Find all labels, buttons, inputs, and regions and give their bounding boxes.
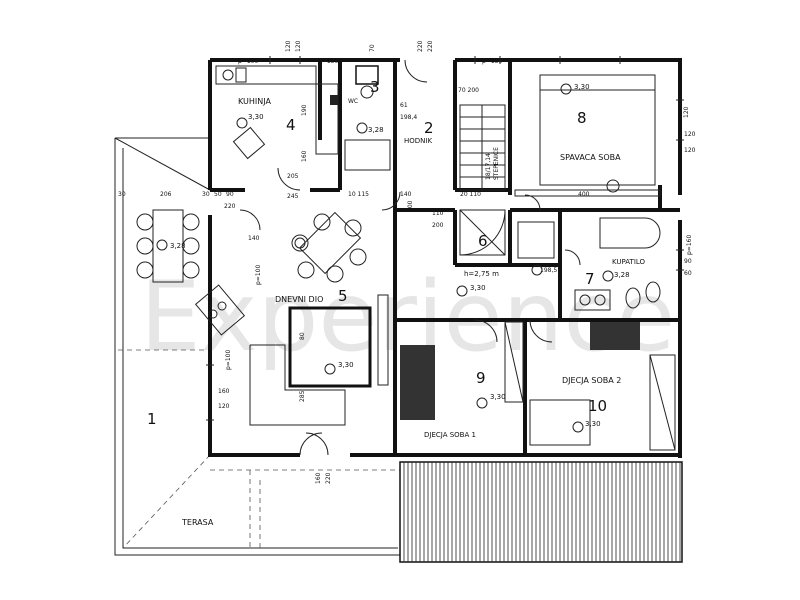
dim-245: 245 (287, 193, 299, 200)
wc-number: 3 (370, 78, 380, 96)
dim-70: 70 (369, 44, 376, 52)
spavaca-number: 8 (577, 109, 587, 127)
dim-120a: 120 (285, 40, 292, 52)
terrace-outline (114, 137, 400, 556)
kitchen-fixtures (215, 65, 391, 171)
dim-110: 110 (432, 210, 444, 217)
outer-walls (208, 58, 682, 458)
djecja1-label: DJECJA SOBA 1 (424, 431, 476, 439)
stair-landing-number: 6 (478, 232, 488, 250)
dim-61: 61 (400, 102, 408, 109)
djecja1-number: 9 (476, 369, 486, 387)
dim-120-r3: 120 (684, 147, 696, 154)
dnevni-label: DNEVNI DIO (275, 295, 323, 304)
window-marks (206, 56, 684, 421)
dim-220b: 220 (427, 40, 434, 52)
dim-70-200: 70 200 (458, 87, 479, 94)
stepenice-steps: 18/17,14 (485, 153, 492, 180)
dim-p130-top2: p=130 (482, 58, 502, 65)
hodnik-number: 2 (424, 119, 434, 137)
dim-50: 50 (214, 191, 222, 198)
dining-table (136, 209, 200, 283)
dim-190: 190 (301, 104, 308, 116)
kuhinja-number: 4 (286, 116, 296, 134)
dim-120-r2: 120 (684, 131, 696, 138)
dim-10-115: 10 115 (348, 191, 369, 198)
dim-206: 206 (160, 191, 172, 198)
dim-140: 140 (400, 191, 412, 198)
dim-198-4: 198,4 (400, 114, 417, 121)
kupatilo-level: 3,28 (614, 271, 630, 279)
kuhinja-level: 3,30 (248, 113, 264, 121)
stair-landing-level: 3,30 (470, 284, 486, 292)
dim-p100-left: p=100 (225, 350, 232, 370)
blagovaonica-level: 3,28 (170, 242, 186, 250)
dim-30a: 30 (118, 191, 126, 198)
dim-220a: 220 (417, 40, 424, 52)
door-swings (239, 59, 581, 456)
dim-80: 80 (299, 332, 306, 340)
living-furniture (194, 211, 389, 426)
level-markers (156, 83, 614, 433)
dim-198-5: 198,5 (540, 267, 557, 274)
stepenice-label: STEPENICE (493, 147, 500, 180)
dim-p100-mid: p=100 (255, 265, 262, 285)
dim-120-r1: 120 (683, 106, 690, 118)
dim-200b: 200 (432, 222, 444, 229)
dim-60-r: 60 (684, 270, 692, 277)
dim-140b: 140 (248, 235, 260, 242)
stair-landing-height: h=2,75 m (464, 270, 499, 278)
kupatilo-label: KUPATILO (612, 258, 646, 266)
bathroom-fixtures (517, 217, 661, 311)
dnevni-number: 5 (338, 287, 348, 305)
dnevni-level: 3,30 (338, 361, 354, 369)
dim-p100-top: p=100 (238, 58, 258, 65)
dim-205: 205 (287, 173, 299, 180)
bedroom-furniture (514, 74, 661, 197)
dim-220d: 220 (325, 472, 332, 484)
terasa-label: TERASA (181, 518, 214, 527)
djecja1-level: 3,30 (490, 393, 506, 401)
dim-20-110: 20 110 (460, 191, 481, 198)
dim-90: 90 (226, 191, 234, 198)
spavaca-label: SPAVACA SOBA (560, 153, 621, 162)
dim-160b: 160 (218, 388, 230, 395)
children-furniture (400, 321, 676, 451)
kupatilo-number: 7 (585, 270, 595, 288)
kuhinja-label: KUHINJA (238, 97, 271, 106)
deck-planks (403, 462, 681, 562)
inner-walls (210, 60, 680, 457)
wc-label: WC (348, 98, 358, 105)
dim-200a: 200 (407, 200, 414, 212)
dim-160c: 160 (315, 472, 322, 484)
dim-160a: 160 (301, 150, 308, 162)
spavaca-level: 3,30 (574, 83, 590, 91)
dim-120c: 120 (218, 403, 230, 410)
staircase (459, 104, 506, 256)
dim-285: 285 (299, 390, 306, 402)
dim-90-r: 90 (684, 258, 692, 265)
hodnik-label: HODNIK (404, 137, 432, 145)
dim-120b: 120 (295, 40, 302, 52)
dim-p160-right: p=160 (686, 235, 693, 255)
djecja2-number: 10 (588, 397, 607, 415)
dim-30b: 30 (202, 191, 210, 198)
dim-220c: 220 (224, 203, 236, 210)
dim-400: 400 (578, 191, 590, 198)
balcony-deck (399, 461, 683, 563)
terasa-number: 1 (147, 410, 157, 428)
wc-level: 3,28 (368, 126, 384, 134)
djecja2-level: 3,30 (585, 420, 601, 428)
dim-p130-top1: p=130 (318, 58, 338, 65)
djecja2-label: DJECJA SOBA 2 (562, 376, 621, 385)
